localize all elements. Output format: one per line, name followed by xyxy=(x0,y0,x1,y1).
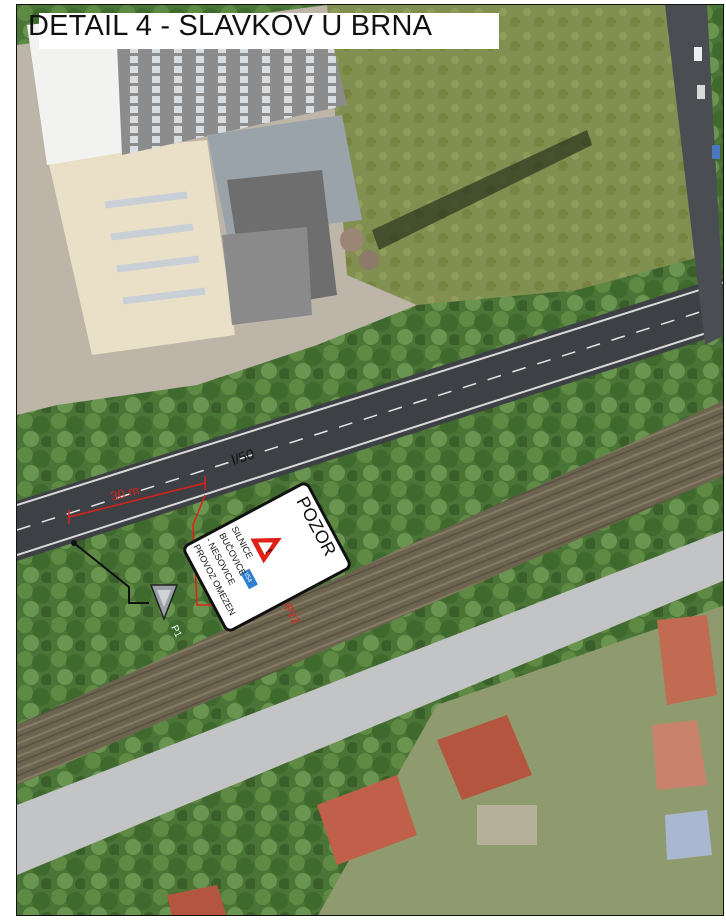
chimney-shadow xyxy=(372,130,592,250)
road-center-line xyxy=(17,303,723,531)
title-box xyxy=(39,13,499,49)
distance-label: 30 m xyxy=(109,482,141,504)
route-point xyxy=(71,540,77,546)
sign-p1-label: P1 xyxy=(168,624,183,640)
house-roof xyxy=(317,775,417,865)
garden-patch xyxy=(477,805,537,845)
warehouse-skylight xyxy=(116,255,200,273)
aerial-map[interactable]: P1 30 m I/50 IP22 POZOR ! SILNICE I/54 B… xyxy=(17,5,724,916)
road-number-label: I/50 xyxy=(229,445,256,467)
house-roof xyxy=(437,715,532,800)
warning-triangle-icon: ! xyxy=(250,537,282,564)
car xyxy=(712,145,720,159)
road-badge xyxy=(240,568,258,590)
car xyxy=(697,85,705,99)
map-title: DETAIL 4 - SLAVKOV U BRNA xyxy=(28,10,433,42)
lower-road[interactable] xyxy=(17,530,724,875)
road-badge-label: I/54 xyxy=(242,572,252,584)
car xyxy=(694,47,702,61)
house-roof xyxy=(652,720,707,790)
building-roof xyxy=(222,227,312,325)
exclamation-icon: ! xyxy=(262,547,273,555)
silo xyxy=(340,228,364,252)
grass-field xyxy=(327,5,707,305)
warehouse-skylight xyxy=(110,223,194,241)
warehouse-roof xyxy=(47,140,235,355)
road-edge-line xyxy=(17,281,723,506)
distance-annotation xyxy=(68,476,212,606)
house-roof xyxy=(665,810,712,860)
railway[interactable] xyxy=(17,400,724,785)
map-frame: P1 30 m I/50 IP22 POZOR ! SILNICE I/54 B… xyxy=(16,4,724,916)
main-road[interactable] xyxy=(17,278,724,561)
house-roof xyxy=(167,885,227,915)
building-roof xyxy=(27,15,137,165)
road-edge-line xyxy=(17,326,723,556)
notice-sign[interactable]: POZOR ! SILNICE I/54 BUČOVICE - NESOVICE… xyxy=(183,482,352,632)
warehouse-skylight xyxy=(104,191,188,209)
house-roof xyxy=(657,615,717,705)
side-road[interactable] xyxy=(665,5,724,345)
route-line xyxy=(73,542,149,604)
silo xyxy=(359,250,379,270)
yield-sign-icon[interactable] xyxy=(149,584,179,622)
warehouse-skylight xyxy=(122,287,206,305)
sawtooth-roof xyxy=(117,40,347,155)
